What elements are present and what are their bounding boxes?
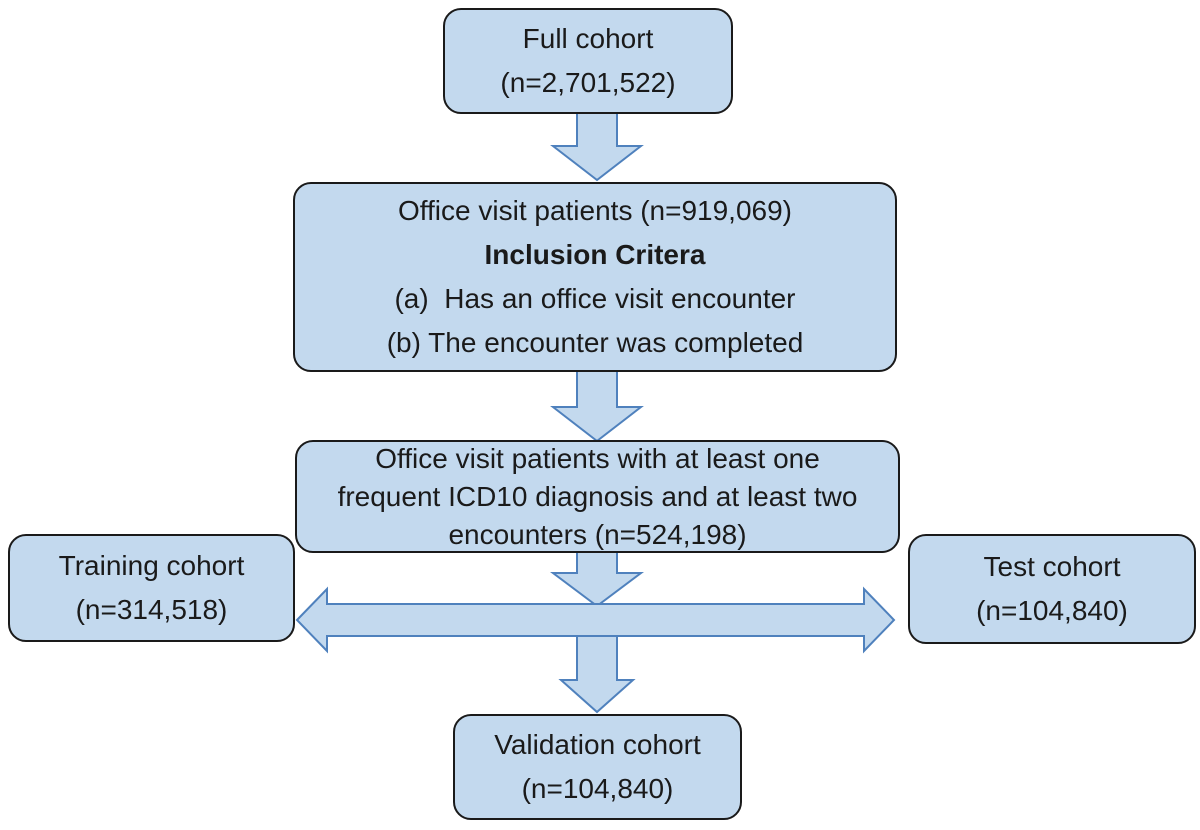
box-full-cohort: Full cohort (n=2,701,522): [443, 8, 733, 114]
arrow-split-to-validation-icon: [558, 625, 636, 714]
full-cohort-count: (n=2,701,522): [500, 67, 676, 98]
validation-cohort-count: (n=104,840): [521, 773, 674, 804]
validation-cohort-label: Validation cohort: [494, 729, 701, 760]
arrow-office-to-icd10-icon: [550, 367, 644, 443]
box-validation-cohort: Validation cohort (n=104,840): [453, 714, 742, 820]
full-cohort-label: Full cohort: [522, 23, 654, 54]
inclusion-criterion-b: (b) The encounter was completed: [386, 327, 804, 358]
office-visit-label: Office visit patients (n=919,069): [397, 195, 793, 226]
arrow-full-to-office-icon: [550, 107, 644, 182]
test-cohort-count: (n=104,840): [976, 595, 1128, 626]
training-cohort-label: Training cohort: [58, 550, 245, 581]
box-training-cohort: Training cohort (n=314,518): [8, 534, 295, 642]
training-cohort-count: (n=314,518): [75, 594, 228, 625]
box-icd10-cohort: Office visit patients with at least one …: [295, 440, 900, 553]
inclusion-criterion-a: (a) Has an office visit encounter: [394, 283, 796, 314]
box-test-cohort: Test cohort (n=104,840): [908, 534, 1196, 644]
test-cohort-label: Test cohort: [983, 551, 1121, 582]
icd10-cohort-count: encounters (n=524,198): [448, 518, 747, 550]
arrow-icd10-to-split-icon: [550, 547, 644, 608]
icd10-cohort-line2: frequent ICD10 diagnosis and at least tw…: [337, 480, 858, 512]
icd10-cohort-line1: Office visit patients with at least one: [375, 442, 820, 474]
inclusion-criteria-heading: Inclusion Critera: [484, 239, 706, 270]
box-office-visit-patients: Office visit patients (n=919,069) Inclus…: [293, 182, 897, 372]
arrow-training-test-split-icon: [295, 586, 896, 654]
